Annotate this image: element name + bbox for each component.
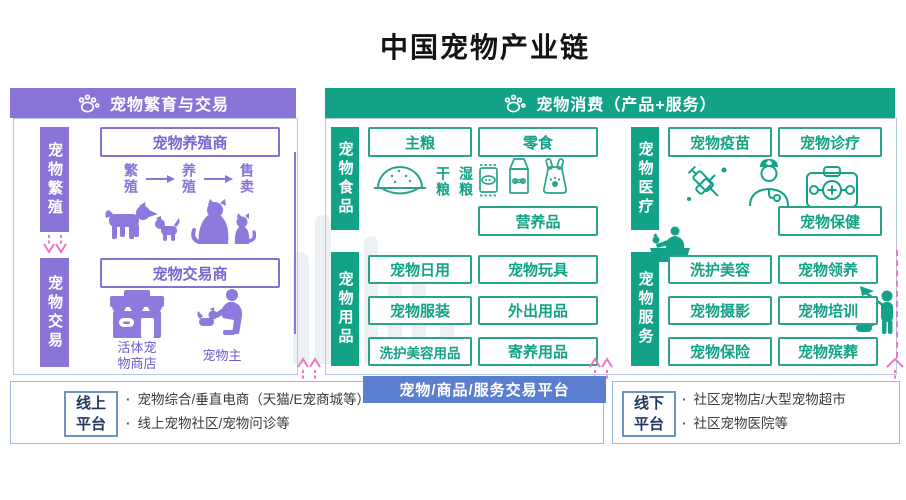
dry-food-label: 干粮	[435, 166, 451, 198]
online-item-1: 宠物综合/垂直电商（天猫/E宠商城等）	[137, 392, 371, 408]
dry-wet-food-labels: 干粮 湿粮	[435, 160, 474, 204]
box-funeral: 宠物殡葬	[778, 337, 878, 366]
process-step-sell: 售卖	[239, 163, 255, 195]
list-item: · 线上宠物社区/宠物问诊等	[126, 414, 370, 434]
veterinarian-icon	[746, 156, 792, 208]
box-pet-breeder: 宠物养殖商	[100, 127, 280, 157]
offline-platform-label: 线下 平台	[622, 391, 676, 437]
panel-divider-line	[294, 152, 296, 334]
pet-owner-label: 宠物主	[202, 348, 242, 363]
box-staple-food: 主粮	[368, 127, 472, 157]
box-insurance: 宠物保险	[668, 337, 772, 366]
pink-down-arrow-icon	[42, 233, 68, 256]
dog-pair-icon	[103, 202, 181, 242]
right-arrow-icon	[203, 174, 233, 184]
category-pet-service: 宠物服务	[631, 252, 659, 366]
bullet-dot: ·	[126, 416, 131, 431]
breeding-section-header: 宠物繁育与交易	[10, 88, 296, 118]
breeding-header-label: 宠物繁育与交易	[109, 97, 229, 114]
box-vaccine: 宠物疫苗	[668, 127, 772, 157]
category-pet-supplies: 宠物用品	[331, 252, 359, 366]
online-platform-items: · 宠物综合/垂直电商（天猫/E宠商城等） · 线上宠物社区/宠物问诊等	[126, 386, 370, 438]
list-item: · 社区宠物店/大型宠物超市	[682, 390, 846, 410]
process-step-breed: 繁殖	[123, 163, 139, 195]
online-platform-label: 线上 平台	[64, 391, 118, 437]
page-title: 中国宠物产业链	[379, 32, 591, 63]
online-item-2: 线上宠物社区/宠物问诊等	[137, 416, 290, 431]
box-outdoor-supplies: 外出用品	[478, 296, 598, 325]
breeding-process-flow: 繁殖 养殖 售卖	[98, 157, 280, 201]
bullet-dot: ·	[682, 392, 687, 408]
box-photography: 宠物摄影	[668, 296, 772, 325]
treat-bag-icon	[541, 158, 569, 198]
pink-dashed-line	[896, 250, 898, 358]
consumption-section-header: 宠物消费（产品+服务）	[325, 88, 895, 118]
offline-platform-items: · 社区宠物店/大型宠物超市 · 社区宠物医院等	[682, 386, 846, 438]
paw-icon	[77, 93, 100, 113]
stage-pet-breeding: 宠物繁殖	[40, 127, 69, 232]
box-training: 宠物培训	[778, 296, 878, 325]
bullet-dot: ·	[126, 392, 131, 408]
box-toys: 宠物玩具	[478, 255, 598, 284]
paw-icon	[503, 93, 526, 113]
consumption-header-label: 宠物消费（产品+服务）	[536, 97, 717, 114]
box-clinic: 宠物诊疗	[778, 127, 882, 157]
box-health-care: 宠物保健	[778, 206, 882, 236]
pet-owner-icon	[196, 288, 248, 338]
list-item: · 社区宠物医院等	[682, 414, 846, 434]
box-grooming-service: 洗护美容	[668, 255, 772, 284]
pink-up-arrow-icon	[296, 357, 322, 381]
syringe-icon	[682, 160, 730, 208]
pink-up-arrow-icon	[884, 357, 906, 381]
box-boarding-supplies: 寄养用品	[478, 337, 598, 366]
pet-store-icon	[108, 290, 166, 338]
watermark-bar	[315, 215, 331, 364]
consumption-panel-box	[325, 118, 897, 375]
category-pet-medical: 宠物医疗	[631, 127, 659, 230]
box-pet-trader: 宠物交易商	[100, 258, 280, 288]
offline-item-1: 社区宠物店/大型宠物超市	[693, 392, 846, 408]
box-nutrition: 营养品	[478, 206, 598, 236]
list-item: · 宠物综合/垂直电商（天猫/E宠商城等）	[126, 390, 370, 410]
live-pet-store-label: 活体宠 物商店	[117, 340, 157, 372]
breeding-panel-box	[13, 118, 298, 375]
process-step-raise: 养殖	[181, 163, 197, 195]
first-aid-kit-icon	[804, 166, 860, 210]
milk-carton-icon	[506, 157, 532, 197]
box-adoption: 宠物领养	[778, 255, 878, 284]
category-pet-food: 宠物食品	[331, 127, 359, 230]
food-bowl-icon	[372, 160, 428, 204]
right-arrow-icon	[145, 174, 175, 184]
cat-pair-icon	[190, 198, 256, 246]
box-grooming-supplies: 洗护美容用品	[368, 337, 472, 366]
wet-food-label: 湿粮	[458, 166, 474, 198]
stage-pet-trading: 宠物交易	[40, 258, 69, 367]
snack-pouch-icon	[478, 163, 499, 198]
platform-banner: 宠物/商品/服务交易平台	[363, 376, 606, 403]
box-daily-supplies: 宠物日用	[368, 255, 472, 284]
bullet-dot: ·	[682, 416, 687, 431]
box-snacks: 零食	[478, 127, 598, 157]
box-clothing: 宠物服装	[368, 296, 472, 325]
offline-item-2: 社区宠物医院等	[693, 416, 789, 431]
